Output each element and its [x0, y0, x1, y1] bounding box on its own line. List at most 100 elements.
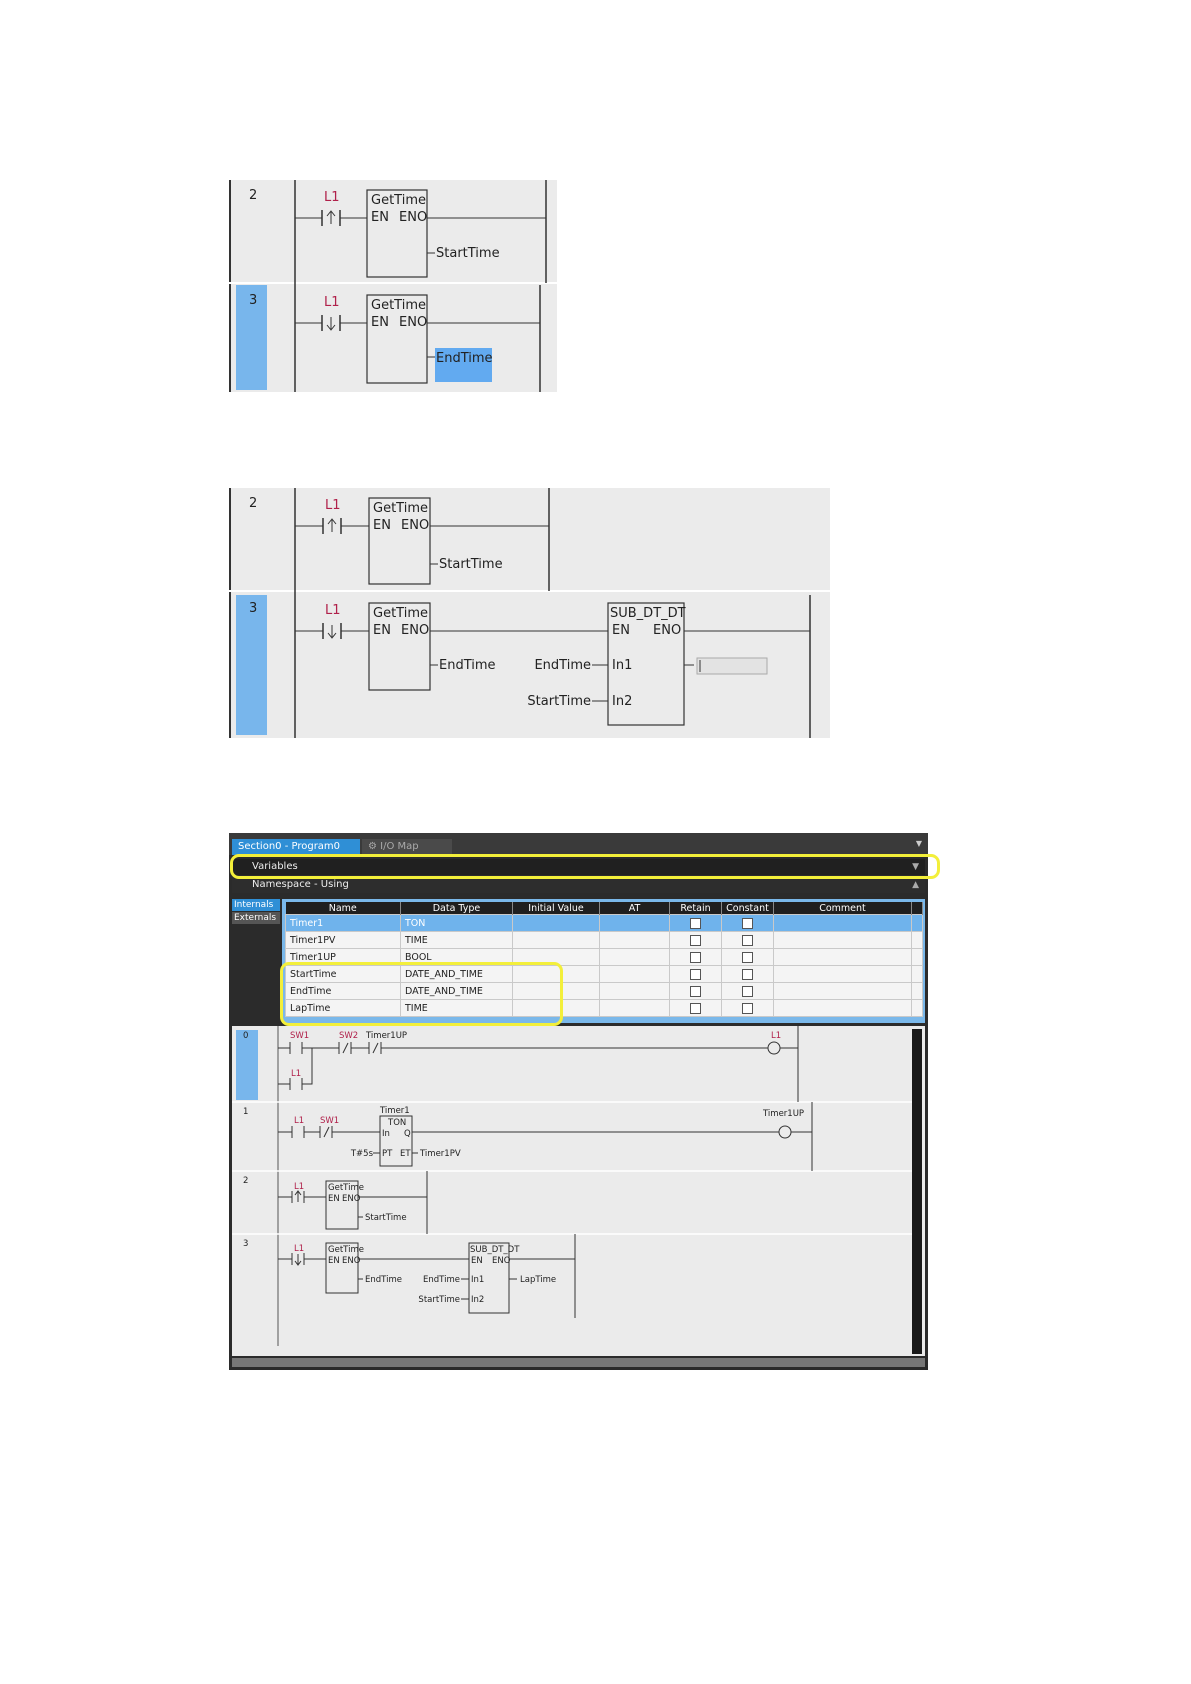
column-header-at[interactable]: AT: [599, 902, 670, 915]
column-header-initial-value[interactable]: Initial Value: [512, 902, 600, 915]
falling-edge-contact[interactable]: [295, 623, 369, 639]
output-variable-endtime[interactable]: EndTime: [436, 351, 493, 366]
pt-pin: PT: [382, 1149, 393, 1159]
collapse-toggle-icon[interactable]: ▼: [912, 862, 919, 872]
constant-checkbox[interactable]: [742, 968, 753, 980]
gettime-block[interactable]: [325, 1242, 359, 1294]
expand-toggle-icon[interactable]: ▲: [912, 880, 919, 890]
variables-pane-header[interactable]: Variables ▼: [232, 859, 925, 875]
sub-dt-dt-block[interactable]: [607, 602, 685, 726]
retain-checkbox[interactable]: [690, 968, 701, 980]
en-pin: EN: [612, 623, 630, 638]
retain-checkbox[interactable]: [690, 917, 701, 929]
constant-checkbox[interactable]: [742, 951, 753, 963]
rung-number-2: 2: [249, 188, 257, 203]
constant-checkbox[interactable]: [742, 934, 753, 946]
ton-block[interactable]: [379, 1115, 413, 1167]
en-pin: EN: [471, 1256, 483, 1266]
tab-internals[interactable]: Internals: [232, 899, 280, 911]
eno-pin: ENO: [399, 315, 427, 330]
retain-checkbox[interactable]: [690, 934, 701, 946]
variable-name[interactable]: StartTime: [285, 965, 401, 983]
gettime-block[interactable]: [366, 294, 428, 384]
output-variable-starttime[interactable]: StartTime: [365, 1213, 407, 1223]
table-row[interactable]: Timer1 TON: [285, 914, 923, 932]
rung-3-wiring: [278, 1234, 576, 1318]
rung-number-2: 2: [243, 1176, 248, 1186]
table-row[interactable]: EndTime DATE_AND_TIME: [285, 982, 923, 1000]
constant-checkbox[interactable]: [742, 1002, 753, 1014]
contact-label-sw1: SW1: [320, 1116, 339, 1126]
column-header-name[interactable]: Name: [285, 902, 401, 915]
io-map-icon: ⚙: [368, 841, 381, 852]
constant-checkbox[interactable]: [742, 985, 753, 997]
in1-variable[interactable]: EndTime: [534, 658, 591, 673]
tab-label: Section0 - Program0: [238, 841, 341, 852]
tab-io-map[interactable]: ⚙ I/O Map: [362, 839, 452, 855]
sysmac-editor-window: Section0 - Program0 × ⚙ I/O Map ▼ Variab…: [229, 833, 940, 1370]
et-variable[interactable]: Timer1PV: [419, 1149, 461, 1159]
variable-name[interactable]: Timer1: [285, 914, 401, 932]
column-header-constant[interactable]: Constant: [721, 902, 774, 915]
table-row[interactable]: StartTime DATE_AND_TIME: [285, 965, 923, 983]
falling-edge-contact[interactable]: [295, 315, 367, 331]
table-row[interactable]: Timer1PV TIME: [285, 931, 923, 949]
contact-label-l1: L1: [325, 498, 341, 513]
horizontal-scrollbar[interactable]: [232, 1358, 925, 1367]
contact-label-sw2: SW2: [339, 1031, 358, 1041]
in2-variable[interactable]: StartTime: [418, 1295, 460, 1305]
retain-checkbox[interactable]: [690, 1002, 701, 1014]
rung-3-selection: [236, 595, 267, 735]
in2-variable[interactable]: StartTime: [527, 694, 591, 709]
tab-externals[interactable]: Externals: [232, 912, 280, 924]
in1-variable[interactable]: EndTime: [423, 1275, 460, 1285]
block-name: GetTime: [328, 1245, 364, 1255]
variable-type[interactable]: DATE_AND_TIME: [400, 982, 513, 1000]
gettime-block[interactable]: [366, 189, 428, 278]
variable-name[interactable]: Timer1PV: [285, 931, 401, 949]
output-input-box[interactable]: [696, 657, 768, 675]
rising-edge-contact[interactable]: [295, 518, 369, 534]
namespace-pane-header[interactable]: Namespace - Using ▲: [232, 877, 925, 893]
block-name: SUB_DT_DT: [610, 606, 686, 621]
rising-edge-contact[interactable]: [295, 210, 367, 226]
table-row[interactable]: LapTime TIME: [285, 999, 923, 1017]
pt-value[interactable]: T#5s: [350, 1149, 374, 1159]
gettime-block[interactable]: [325, 1180, 359, 1230]
gettime-block[interactable]: [368, 497, 431, 585]
table-row[interactable]: Timer1UP BOOL: [285, 948, 923, 966]
column-header-retain[interactable]: Retain: [669, 902, 722, 915]
block-name: GetTime: [371, 193, 426, 208]
tab-bar: Section0 - Program0 × ⚙ I/O Map ▼: [229, 833, 928, 868]
output-variable-endtime[interactable]: EndTime: [439, 658, 496, 673]
namespace-label: Namespace - Using: [252, 879, 349, 890]
constant-checkbox[interactable]: [742, 917, 753, 929]
sub-dt-dt-block[interactable]: [468, 1242, 510, 1314]
tab-label: I/O Map: [380, 841, 419, 852]
variable-table: Name Data Type Initial Value AT Retain C…: [285, 902, 923, 1017]
retain-checkbox[interactable]: [690, 951, 701, 963]
retain-checkbox[interactable]: [690, 985, 701, 997]
output-variable-starttime[interactable]: StartTime: [436, 246, 500, 261]
rung-number-3: 3: [249, 293, 257, 308]
block-name: SUB_DT_DT: [470, 1245, 520, 1255]
gettime-block[interactable]: [368, 602, 431, 691]
ladder-editor[interactable]: 0 SW1 SW2 Timer1UP L1 L1 1 L1 SW1 Timer1…: [232, 1026, 925, 1356]
rung-number-3: 3: [243, 1239, 248, 1249]
variable-type[interactable]: TIME: [400, 931, 513, 949]
variable-type[interactable]: TON: [400, 914, 513, 932]
en-pin: EN: [328, 1256, 340, 1266]
output-variable-starttime[interactable]: StartTime: [439, 557, 503, 572]
column-header-data-type[interactable]: Data Type: [400, 902, 513, 915]
tab-section0-program0[interactable]: Section0 - Program0 ×: [232, 839, 360, 868]
rung-3-selection: [236, 285, 267, 390]
contact-label-l1: L1: [294, 1116, 304, 1126]
variable-type[interactable]: BOOL: [400, 948, 513, 966]
ladder-figure-2: 2 L1 GetTime EN ENO StartTime 3 L1 GetTi…: [229, 488, 830, 738]
output-variable-endtime[interactable]: EndTime: [365, 1275, 402, 1285]
vertical-scrollbar[interactable]: [912, 1029, 922, 1354]
output-variable-laptime[interactable]: LapTime: [520, 1275, 556, 1285]
in2-pin: In2: [471, 1295, 484, 1305]
column-header-comment[interactable]: Comment: [773, 902, 912, 915]
chevron-down-icon[interactable]: ▼: [915, 839, 922, 848]
